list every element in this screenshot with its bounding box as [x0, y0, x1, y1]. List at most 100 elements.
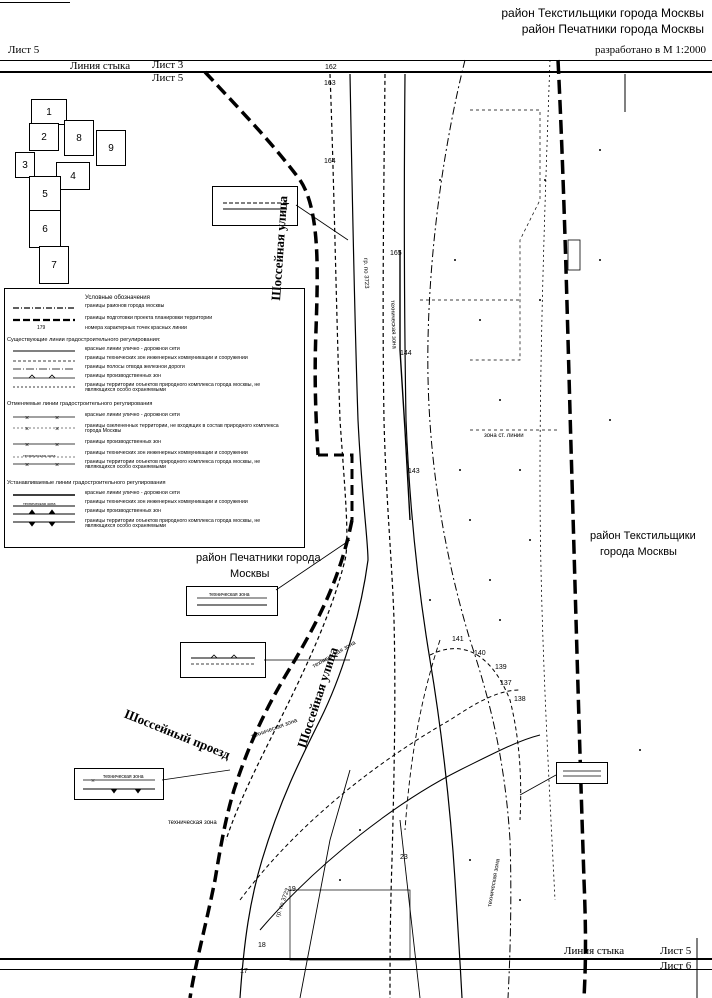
- point-number: 143: [408, 468, 420, 475]
- junction-curve-2: [259, 734, 541, 931]
- top-frame-line: [0, 60, 712, 61]
- block-outline: [470, 109, 541, 361]
- callout-symbol-5: [556, 762, 608, 784]
- key-sheet-7: 7: [39, 246, 69, 284]
- point-number: 163: [324, 80, 336, 87]
- svg-text:техническая зона: техническая зона: [23, 501, 56, 506]
- point-number: 139: [495, 664, 507, 671]
- district-boundary-link: [318, 453, 354, 520]
- svg-text:×: ×: [55, 415, 59, 421]
- area-label-pechatniki-2: Москвы: [230, 568, 270, 580]
- point-number: 144: [400, 350, 412, 357]
- survey-points: [339, 149, 641, 901]
- point-number: 19: [288, 886, 296, 893]
- svg-text:×: ×: [25, 462, 29, 468]
- road-edge-west: [239, 73, 369, 998]
- svg-text:×: ×: [25, 415, 29, 421]
- zone-short-label: зона ст. линии: [484, 433, 524, 439]
- legend-item: границы полосы отвода железной дороги: [13, 365, 185, 370]
- building-footprint: [289, 889, 411, 961]
- callout-symbol-1: [212, 186, 298, 226]
- legend-item: границы производственных зон: [7, 374, 302, 383]
- district-title-pechatniki: район Печатники города Москвы: [521, 22, 704, 36]
- area-label-pechatniki: район Печатники города: [196, 552, 321, 564]
- point-number: 138: [514, 696, 526, 703]
- key-sheet-3: 3: [15, 152, 35, 178]
- key-sheet-9: 9: [96, 130, 126, 166]
- point-number: 141: [452, 636, 464, 643]
- point-number: 162: [325, 64, 337, 71]
- point-number: 18: [258, 942, 266, 949]
- legend-item: ×× красные линии улично - дорожной сети: [13, 413, 180, 421]
- legend-item: техническая зона границы технических зон…: [13, 500, 248, 507]
- key-sheet-5: 5: [29, 176, 61, 212]
- legend-section-established: Устанавливаемые линии градостроительного…: [7, 480, 166, 486]
- junction-curve-1: [239, 689, 521, 901]
- top-rule: [0, 2, 70, 3]
- callout-symbol-3: [180, 642, 266, 678]
- legend-item: границы технических зон инженерных комму…: [13, 356, 248, 362]
- legend-item: границы производственных зон: [7, 509, 302, 518]
- legend-item: техническая зона границы технических зон…: [13, 451, 248, 458]
- legend-item: границы территорий объектов природного к…: [7, 519, 302, 532]
- key-sheet-6: 6: [29, 210, 61, 248]
- red-line-east: [382, 73, 396, 998]
- svg-text:техническая зона: техническая зона: [209, 592, 250, 598]
- bottom-join-next-sheet: Лист 6: [660, 960, 692, 972]
- svg-text:×: ×: [55, 426, 59, 432]
- legend-item: 179 номера характерных точек красных лин…: [7, 326, 302, 335]
- diagonal-line: [299, 769, 351, 998]
- legend-section-existing: Существующие линии градостроительного ре…: [7, 337, 161, 343]
- planning-boundary-east: [556, 59, 588, 998]
- tech-zone-line: [399, 250, 411, 521]
- top-join-label: Линия стыка: [70, 60, 131, 72]
- track-label: гр. по 3723: [362, 258, 370, 289]
- bottom-frame-line: [0, 969, 712, 970]
- district-boundary-southwest: [188, 519, 354, 998]
- scale-note: разработано в М 1:2000: [594, 44, 706, 56]
- point-number: 17: [240, 968, 248, 975]
- legend-item: ×× границы территорий объектов природног…: [13, 460, 261, 471]
- junction-curve-3: [429, 648, 522, 821]
- top-join-line: [0, 71, 712, 73]
- point-number: 165: [390, 250, 402, 257]
- legend-title: Условные обозначения: [85, 295, 150, 301]
- svg-text:×: ×: [25, 426, 29, 432]
- area-label-textilshchiki-2: города Москвы: [600, 546, 677, 558]
- point-number: 23: [400, 854, 408, 861]
- top-join-prev-sheet: Лист 3: [152, 59, 184, 71]
- area-label-textilshchiki: район Текстильщики: [590, 530, 696, 542]
- svg-text:техническая зона: техническая зона: [23, 453, 56, 458]
- legend-point-sample: 179: [37, 325, 46, 331]
- svg-text:×: ×: [55, 442, 59, 448]
- legend-item: красные линии улично - дорожной сети: [13, 347, 180, 352]
- legend-item: ×× границы производственных зон: [13, 440, 162, 448]
- legend-symbol: [13, 318, 75, 322]
- production-zone-edge: [539, 59, 556, 901]
- svg-text:×: ×: [55, 462, 59, 468]
- svg-text:техническая зона: техническая зона: [103, 774, 144, 780]
- svg-text:×: ×: [91, 777, 95, 785]
- legend-item: ×× границы озелененных территорий, не вх…: [13, 424, 279, 435]
- key-sheet-2: 2: [29, 123, 59, 151]
- legend-item: границы подготовки проекта планировки те…: [7, 316, 302, 325]
- diagonal-line-3: [404, 639, 441, 831]
- zone-label: техническая зона: [168, 820, 217, 826]
- top-join-this-sheet: Лист 5: [152, 72, 184, 84]
- legend-section-cancelled: Отменяемые линии градостроительного регу…: [7, 401, 153, 407]
- railway-corridor: [427, 59, 512, 998]
- point-number: 137: [500, 680, 512, 687]
- legend-item: красные линии улично - дорожной сети: [13, 491, 180, 496]
- key-sheet-4: 4: [56, 162, 90, 190]
- small-structure: [567, 239, 581, 271]
- key-sheet-8: 8: [64, 120, 94, 156]
- callout-symbol-2: техническая зона: [186, 586, 278, 616]
- callout-symbol-4: техническая зона ×: [74, 768, 164, 800]
- key-sheet-1: 1: [31, 99, 67, 125]
- bottom-join-line: [0, 958, 712, 960]
- point-number: 164: [324, 158, 336, 165]
- legend-item: границы территорий объектов природного к…: [13, 383, 261, 394]
- sheet-number: Лист 5: [8, 44, 40, 56]
- svg-text:×: ×: [25, 442, 29, 448]
- bottom-join-label: Линия стыка: [564, 945, 625, 957]
